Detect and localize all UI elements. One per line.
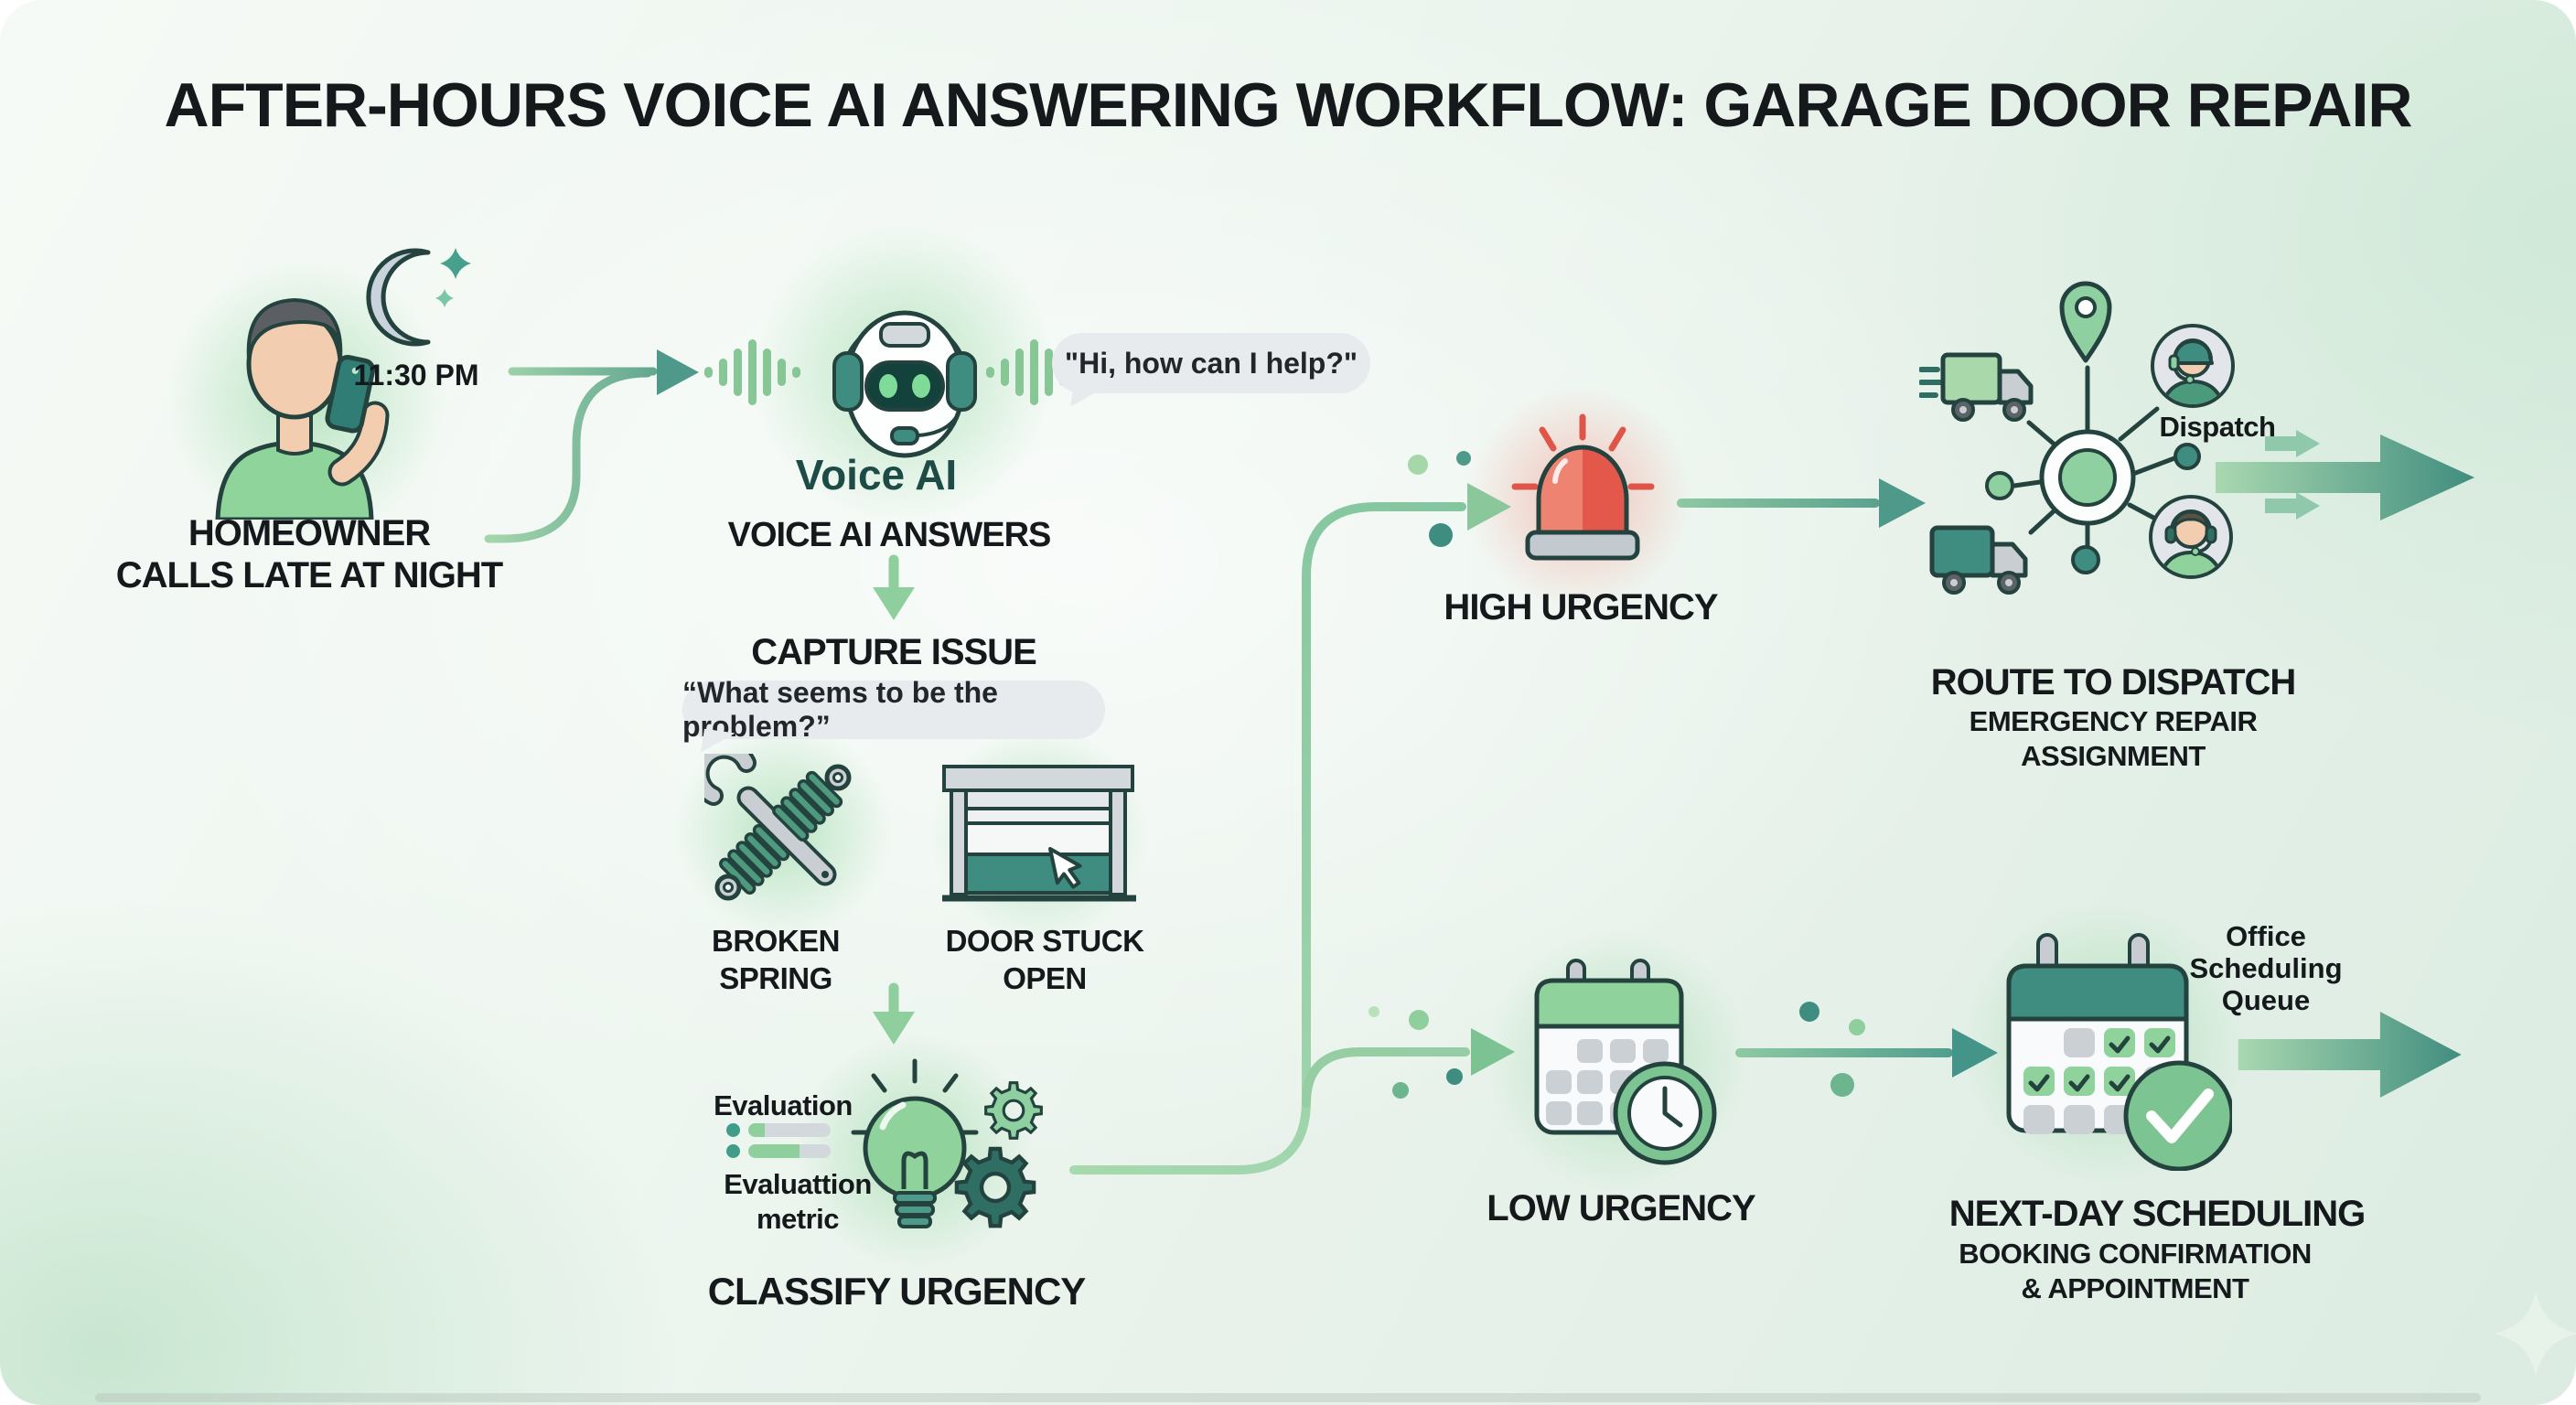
dispatch-node-label: Dispatch [2159, 411, 2276, 443]
connector-classify-fork [1069, 483, 1515, 1174]
queue-line2: Scheduling [2189, 952, 2343, 984]
truck-fast-icon [1919, 352, 2034, 422]
evaluation-bar-1 [726, 1123, 831, 1137]
metric-line1: Evaluattion [724, 1168, 872, 1200]
connector-low-to-scheduling [1735, 1028, 1998, 1078]
truck-teal-icon [1929, 525, 2028, 595]
metric-line2: metric [756, 1203, 840, 1235]
moon-icon [366, 248, 471, 347]
gear-small-icon [984, 1081, 1043, 1140]
progress-bar-icon [748, 1144, 831, 1158]
voice-ai-name: Voice AI [795, 451, 958, 499]
voice-ai-heading: VOICE AI ANSWERS [727, 516, 1052, 554]
capture-question-bubble: “What seems to be the problem?” [682, 676, 1105, 743]
calendar-clock-icon [1534, 959, 1717, 1165]
low-urgency-heading: LOW URGENCY [1487, 1188, 1755, 1228]
agent-avatar-icon [2149, 495, 2233, 579]
issue2-line1: DOOR STUCK [945, 924, 1144, 958]
evaluation-label: Evaluation [714, 1089, 853, 1121]
evaluation-metric-label: Evaluattion metric [724, 1167, 872, 1237]
bullet-dot-icon [726, 1123, 740, 1137]
homeowner-icon [215, 298, 390, 520]
gear-large-icon [950, 1142, 1041, 1233]
route-to-dispatch-heading: ROUTE TO DISPATCH [1930, 662, 2297, 702]
voice-ai-greeting-text: "Hi, how can I help?" [1064, 346, 1358, 380]
dispatch-sub-line2: ASSIGNMENT [2021, 740, 2206, 772]
next-day-scheduling-heading: NEXT-DAY SCHEDULING [1948, 1194, 2366, 1234]
soundwave-left-icon [704, 339, 800, 405]
location-pin-icon [2059, 281, 2112, 363]
dispatch-flow-arrow-icon [2216, 430, 2474, 520]
dispatch-sub-line1: EMERGENCY REPAIR [1969, 705, 2258, 737]
page-title: AFTER-HOURS VOICE AI ANSWERING WORKFLOW:… [164, 70, 2413, 140]
homeowner-label-line1: HOMEOWNER [188, 513, 431, 553]
window-bottom-edge [95, 1393, 2481, 1402]
issue1-line1: BROKEN [711, 924, 841, 958]
calendar-booking-icon [2006, 933, 2232, 1171]
sparkle-decoration [2494, 1292, 2576, 1376]
capture-issue-heading: CAPTURE ISSUE [751, 632, 1036, 672]
homeowner-label: HOMEOWNER CALLS LATE AT NIGHT [115, 512, 503, 596]
cursor-icon [1048, 847, 1082, 889]
voice-ai-greeting-bubble: "Hi, how can I help?" [1052, 333, 1370, 393]
office-queue-label: Office Scheduling Queue [2189, 920, 2342, 1016]
dispatch-hub-icon [1985, 365, 2201, 574]
homeowner-label-line2: CALLS LATE AT NIGHT [115, 555, 503, 595]
issue1-line2: SPRING [719, 961, 832, 995]
high-urgency-heading: HIGH URGENCY [1444, 587, 1718, 627]
lightbulb-icon [851, 1058, 979, 1228]
classify-urgency-heading: CLASSIFY URGENCY [707, 1270, 1087, 1313]
voice-ai-robot-icon [832, 310, 977, 458]
issue-broken-spring-label: BROKEN SPRING [711, 922, 841, 997]
evaluation-bar-2 [726, 1144, 831, 1158]
connector-homeowner-to-voiceai [484, 349, 699, 543]
decorative-dots [1368, 451, 1865, 1099]
queue-line3: Queue [2221, 984, 2311, 1016]
connector-high-to-dispatch [1677, 478, 1926, 528]
garage-door-icon [942, 765, 1136, 902]
issue2-line2: OPEN [1003, 961, 1087, 995]
next-day-scheduling-subheading: BOOKING CONFIRMATION & APPOINTMENT [1959, 1237, 2312, 1306]
route-to-dispatch-subheading: EMERGENCY REPAIR ASSIGNMENT [1970, 704, 2258, 774]
queue-line1: Office [2226, 920, 2306, 952]
issue-door-stuck-label: DOOR STUCK OPEN [946, 922, 1144, 997]
scheduling-sub-line2: & APPOINTMENT [2021, 1272, 2249, 1304]
siren-icon [1511, 413, 1655, 561]
progress-bar-icon [748, 1123, 831, 1137]
broken-spring-icon [704, 754, 852, 901]
scheduling-flow-arrow-icon [2238, 1012, 2462, 1098]
scheduling-sub-line1: BOOKING CONFIRMATION [1959, 1238, 2312, 1270]
arrow-voiceai-to-capture [873, 554, 915, 620]
capture-question-text: “What seems to be the problem?” [682, 676, 998, 743]
call-time: 11:30 PM [353, 359, 479, 391]
bullet-dot-icon [726, 1144, 740, 1158]
dispatcher-avatar-icon [2151, 324, 2235, 408]
arrow-issues-to-classify [873, 982, 915, 1045]
